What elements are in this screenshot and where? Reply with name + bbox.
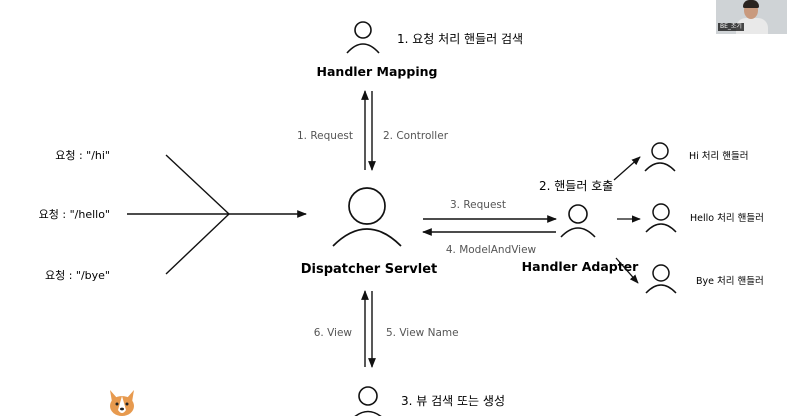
- bye-handler-label: Bye 처리 핸들러: [696, 275, 764, 287]
- hi-handler-arrow: [613, 156, 641, 181]
- handler-adapter-label: Handler Adapter: [522, 259, 639, 274]
- view-resolver-person-icon: [354, 386, 382, 416]
- handler-mapping-label: Handler Mapping: [317, 64, 438, 79]
- request-hi-label: 요청 : "/hi": [55, 149, 110, 162]
- handler-adapter-person-icon: [560, 204, 596, 238]
- hi-handler-label: Hi 처리 핸들러: [689, 150, 749, 162]
- edge-controller-label: 2. Controller: [383, 130, 449, 142]
- dispatcher-servlet-person-icon: [332, 187, 402, 247]
- edge-request-label: 1. Request: [297, 130, 353, 142]
- edge-request3-label: 3. Request: [450, 199, 506, 211]
- hello-handler-person-icon: [645, 203, 677, 233]
- presenter-shirt: [736, 18, 768, 34]
- view-search-note: 3. 뷰 검색 또는 생성: [401, 394, 505, 408]
- handler-search-note: 1. 요청 처리 핸들러 검색: [397, 31, 523, 46]
- handler-call-note: 2. 핸들러 호출: [539, 178, 613, 193]
- presenter-name-tag: BE_조기: [718, 23, 744, 31]
- request-hello-label: 요청 : "/hello": [39, 208, 110, 221]
- presenter-hair: [743, 0, 759, 8]
- dispatcher-servlet-label: Dispatcher Servlet: [301, 262, 438, 277]
- corgi-mascot-icon: [110, 390, 134, 416]
- edge-view-label: 6. View: [314, 327, 353, 339]
- request-funnel: [127, 154, 307, 275]
- edge-view-name-label: 5. View Name: [386, 327, 459, 339]
- handler-mapping-person-icon: [346, 21, 380, 54]
- hello-handler-label: Hello 처리 핸들러: [690, 212, 764, 224]
- bye-handler-arrow: [615, 257, 639, 284]
- bye-handler-person-icon: [645, 264, 677, 294]
- webcam-overlay: BE_조기: [716, 0, 787, 34]
- hi-handler-person-icon: [644, 142, 676, 172]
- request-bye-label: 요청 : "/bye": [45, 269, 110, 282]
- edge-model-and-view-label: 4. ModelAndView: [446, 244, 537, 256]
